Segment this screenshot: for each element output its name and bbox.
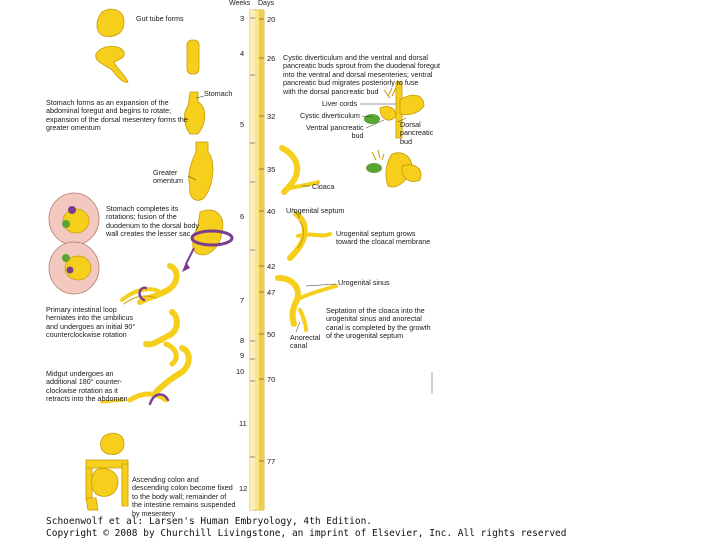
week-tick-3: 3 (240, 14, 244, 23)
day-tick-20: 20 (267, 15, 275, 24)
label-midgut-rotation: Midgut undergoes an additional 180° coun… (46, 370, 128, 404)
urogenital-septum-drawing (290, 214, 330, 258)
day-tick-47: 47 (267, 288, 275, 297)
label-gut-tube: Gut tube forms (136, 15, 184, 23)
label-cloaca: Cloaca (312, 183, 334, 191)
pancreatic-buds-lower (366, 150, 421, 187)
day-tick-77: 77 (267, 457, 275, 466)
week-tick-12: 12 (239, 484, 247, 493)
label-greater-omentum: Greater omentum (153, 169, 183, 186)
gut-tube-drawing (96, 9, 128, 82)
label-septum-grows: Urogenital septum grows toward the cloac… (336, 230, 430, 247)
week-tick-5: 5 (240, 120, 244, 129)
day-tick-40: 40 (267, 207, 275, 216)
label-anorectal-canal: Anorectal canal (290, 334, 320, 351)
label-primary-loop: Primary intestinal loop herniates into t… (46, 306, 135, 340)
week-tick-11: 11 (239, 419, 247, 428)
day-tick-32: 32 (267, 112, 275, 121)
label-pancreatic-buds: Cystic diverticulum and the ventral and … (283, 54, 440, 96)
midgut-loop-drawing (146, 312, 177, 364)
credit-line-1: Schoenwolf et al: Larsen's Human Embryol… (46, 516, 372, 527)
week-tick-7: 7 (240, 296, 244, 305)
final-intestine-drawing (86, 433, 128, 510)
label-liver-cords: Liver cords (322, 100, 357, 108)
day-tick-26: 26 (267, 54, 275, 63)
label-dorsal-pancreatic-bud: Dorsal pancreatic bud (400, 121, 433, 146)
week-tick-8: 8 (240, 336, 244, 345)
credit-text: Schoenwolf et al: Larsen's Human Embryol… (46, 516, 566, 540)
day-tick-70: 70 (267, 375, 275, 384)
label-septation: Septation of the cloaca into the urogeni… (326, 307, 431, 341)
day-tick-42: 42 (267, 262, 275, 271)
label-stomach-expansion: Stomach forms as an expansion of the abd… (46, 99, 188, 133)
primary-loop-drawing (122, 266, 177, 304)
cross-section-lower (49, 242, 99, 294)
week-tick-4: 4 (240, 49, 244, 58)
label-colon-fixed: Ascending colon and descending colon bec… (132, 476, 236, 518)
greater-omentum-drawing (189, 142, 213, 200)
label-urogenital-sinus: Urogenital sinus (338, 279, 390, 287)
credit-line-2: Copyright © 2008 by Churchill Livingston… (46, 528, 566, 539)
day-tick-50: 50 (267, 330, 275, 339)
foregut-tube-drawing (187, 40, 199, 74)
label-ventral-pancreatic-bud: Ventral pancreatic bud (306, 124, 364, 141)
week-tick-10: 10 (236, 367, 244, 376)
label-cystic-diverticulum: Cystic diverticulum (300, 112, 360, 120)
label-stomach-rotation: Stomach completes its rotations; fusion … (106, 205, 199, 239)
week-tick-9: 9 (240, 351, 244, 360)
label-stomach: Stomach (204, 90, 232, 98)
week-tick-6: 6 (240, 212, 244, 221)
cross-section-upper (49, 193, 99, 245)
day-tick-35: 35 (267, 165, 275, 174)
label-urogenital-septum: Urogenital septum (286, 207, 344, 215)
